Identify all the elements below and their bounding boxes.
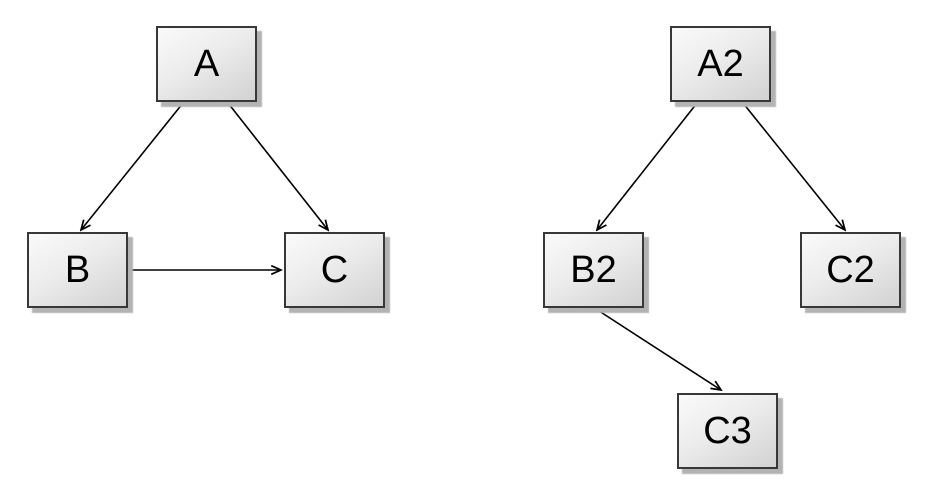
node-label: C3 [703,410,752,452]
node-label: A2 [697,43,744,85]
node-label: C [320,249,349,291]
node-c3[interactable]: C3 [677,393,778,469]
edge-a-b[interactable] [81,102,184,230]
node-b2[interactable]: B2 [543,232,644,308]
node-a2[interactable]: A2 [670,26,771,102]
node-label: B2 [570,249,617,291]
node-b[interactable]: B [27,232,128,308]
node-label: A [193,43,220,85]
node-c[interactable]: C [284,232,385,308]
edge-b2-c3[interactable] [595,308,721,390]
node-label: C2 [826,249,875,291]
node-a[interactable]: A [156,26,257,102]
node-label: B [64,249,91,291]
edge-a2-c2[interactable] [742,102,845,230]
edge-a-c[interactable] [227,102,328,230]
edge-a2-b2[interactable] [597,102,698,230]
node-c2[interactable]: C2 [800,232,901,308]
